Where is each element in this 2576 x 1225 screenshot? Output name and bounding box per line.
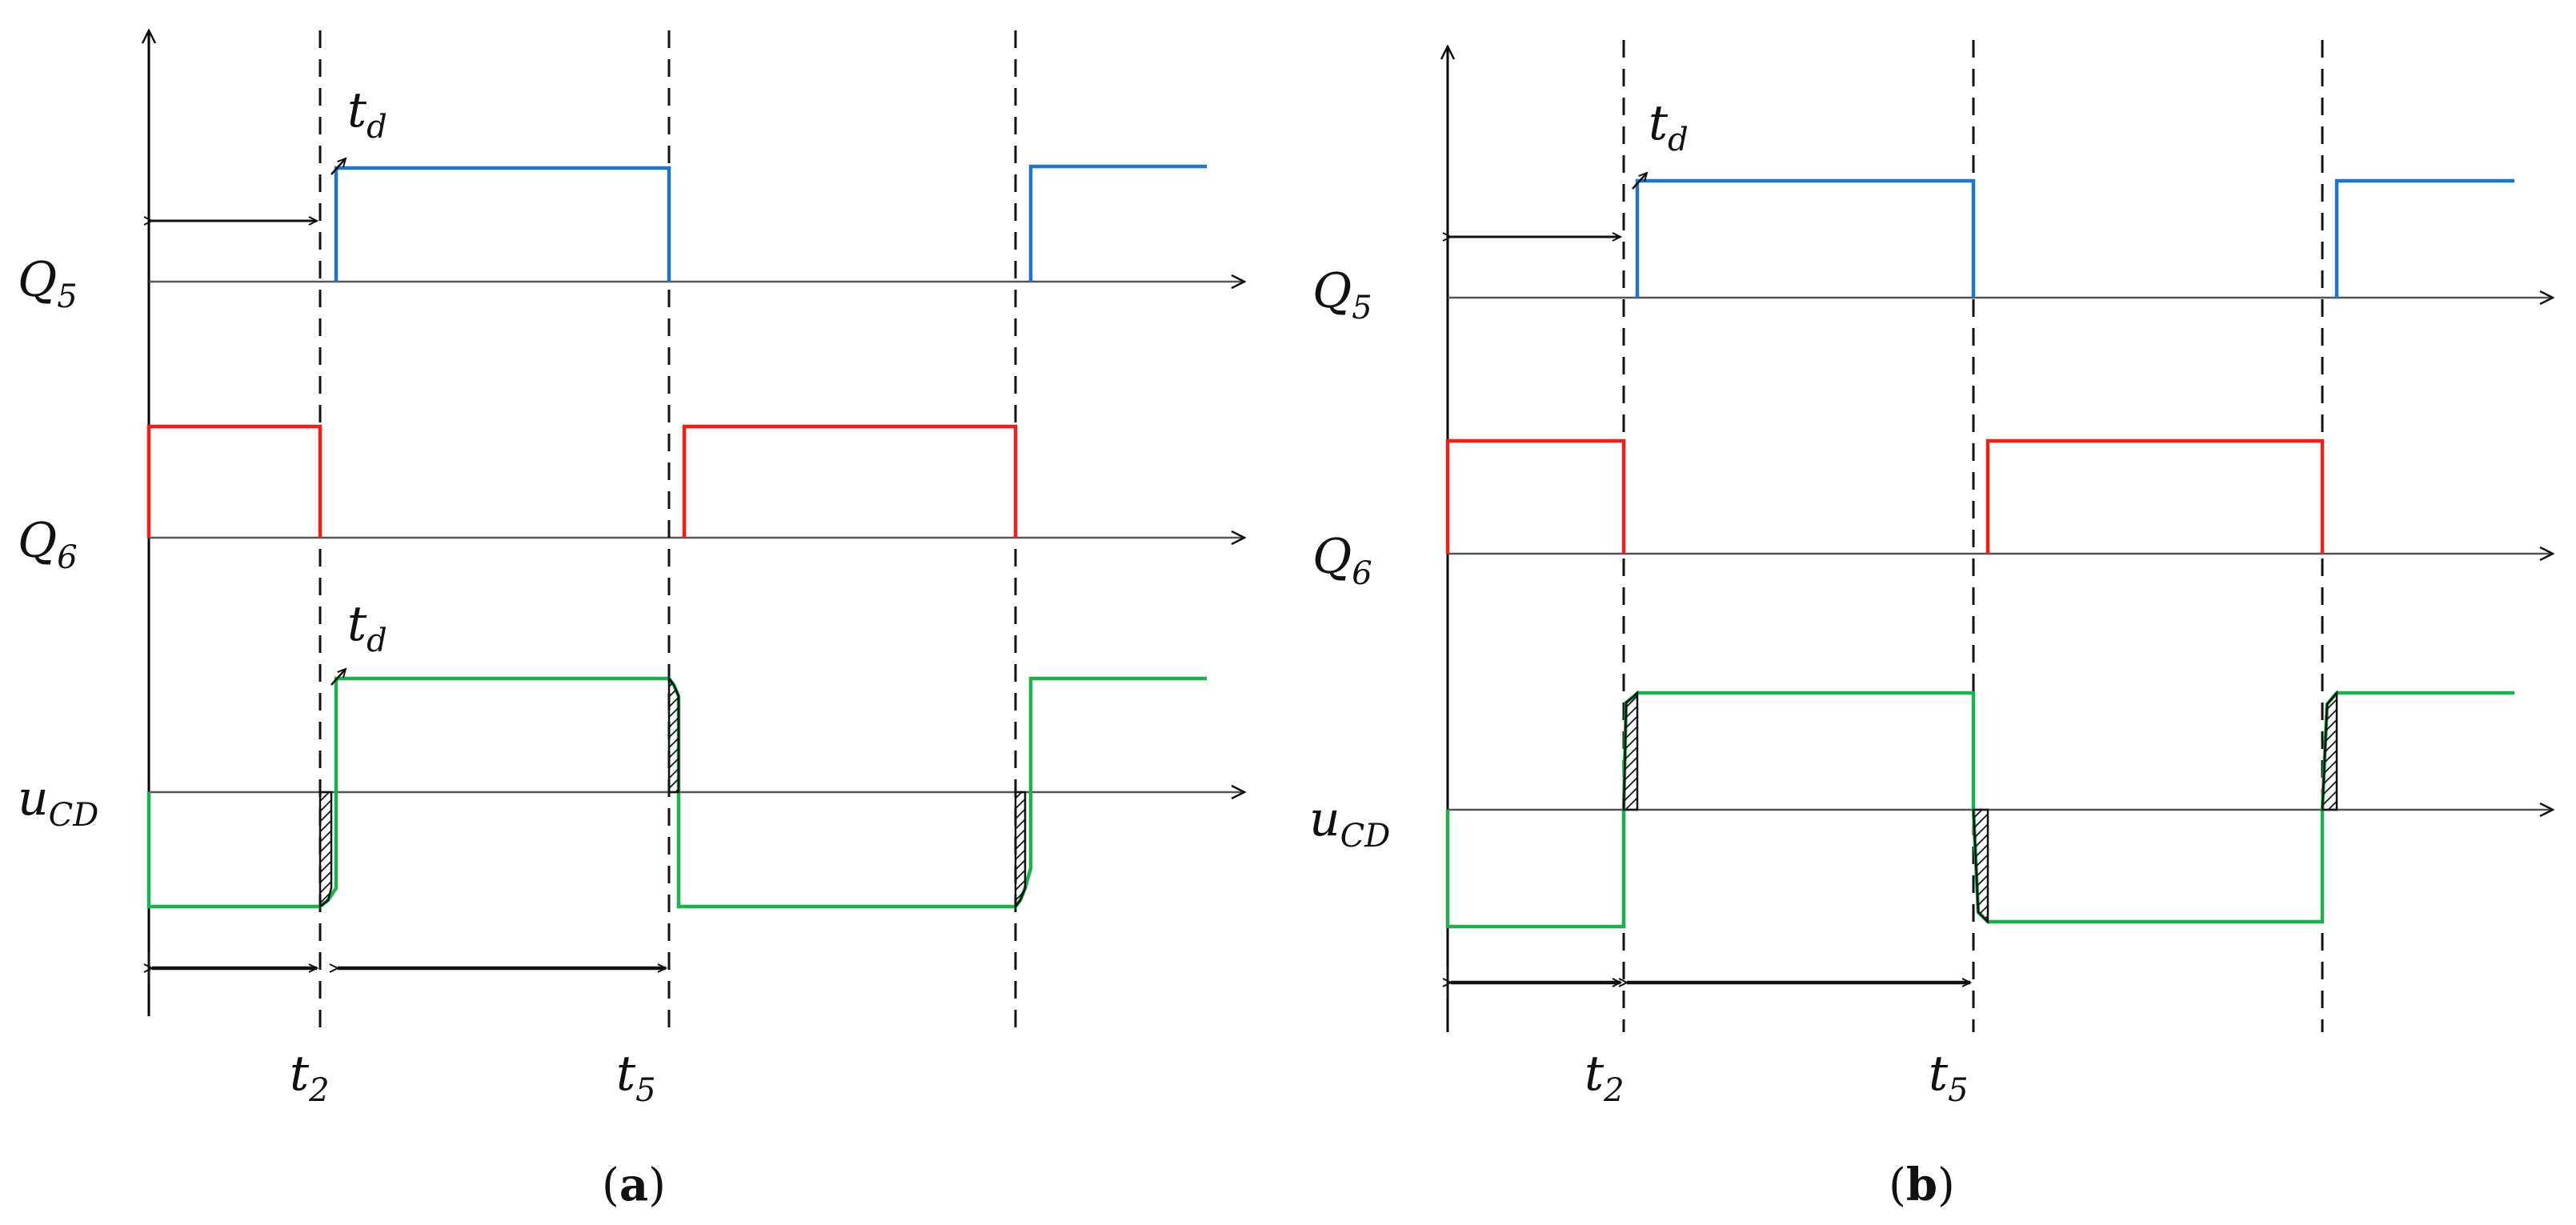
panel-b: Q5 Q6 uCD td t2 t5 (b) xyxy=(1309,40,2553,1211)
panel-b-hatch-t2 xyxy=(1622,690,1639,811)
panel-b-hatch-t8 xyxy=(2321,690,2338,811)
panel-a-td-arrow-top xyxy=(331,158,346,175)
panel-b-q5-label: Q5 xyxy=(1312,263,1372,326)
panel-a-td-top-label: td xyxy=(347,82,387,146)
panel-b-td-top-label: td xyxy=(1649,95,1689,158)
panel-b-caption: (b) xyxy=(1889,1159,1955,1211)
panel-b-q5-pulse-1 xyxy=(1635,178,1976,298)
panel-a-t2-label: t2 xyxy=(290,1046,330,1109)
panel-a-td-bottom-label: td xyxy=(347,596,387,659)
panel-a-q5-pulse-1 xyxy=(334,166,671,282)
panel-b-t5-label: t5 xyxy=(1929,1046,1969,1109)
panel-b-ucd-label: uCD xyxy=(1309,791,1390,855)
panel-a-hatch-t8 xyxy=(1014,791,1027,910)
panel-a-hatch-t5 xyxy=(667,675,680,794)
panel-a-hatch-t2 xyxy=(318,791,333,909)
panel-b-q6-pulse-2 xyxy=(1985,438,2325,554)
panel-a-q5-label: Q5 xyxy=(18,252,78,315)
panel-b-t2-label: t2 xyxy=(1584,1046,1625,1109)
panel-a-q5-pulse-2 xyxy=(1028,164,1207,282)
panel-a: Q5 Q6 uCD td td t2 t5 (a) xyxy=(18,30,1244,1211)
panel-a-ucd-label: uCD xyxy=(18,771,98,834)
panel-a-q6-pulse-1 xyxy=(146,424,323,538)
panel-a-td-arrow-bottom xyxy=(331,669,346,686)
panel-a-q6-label: Q6 xyxy=(18,513,78,576)
panel-b-hatch-t5 xyxy=(1972,808,1989,925)
panel-b-q6-label: Q6 xyxy=(1312,529,1372,592)
panel-b-td-arrow-top xyxy=(1632,173,1647,190)
panel-b-q6-pulse-1 xyxy=(1445,438,1626,554)
panel-b-ucd-waveform-2 xyxy=(1971,691,2514,924)
panel-a-t5-label: t5 xyxy=(616,1046,656,1109)
panel-a-q6-pulse-2 xyxy=(682,424,1018,538)
panel-b-q5-pulse-2 xyxy=(2334,178,2514,298)
panel-a-caption: (a) xyxy=(602,1159,666,1211)
